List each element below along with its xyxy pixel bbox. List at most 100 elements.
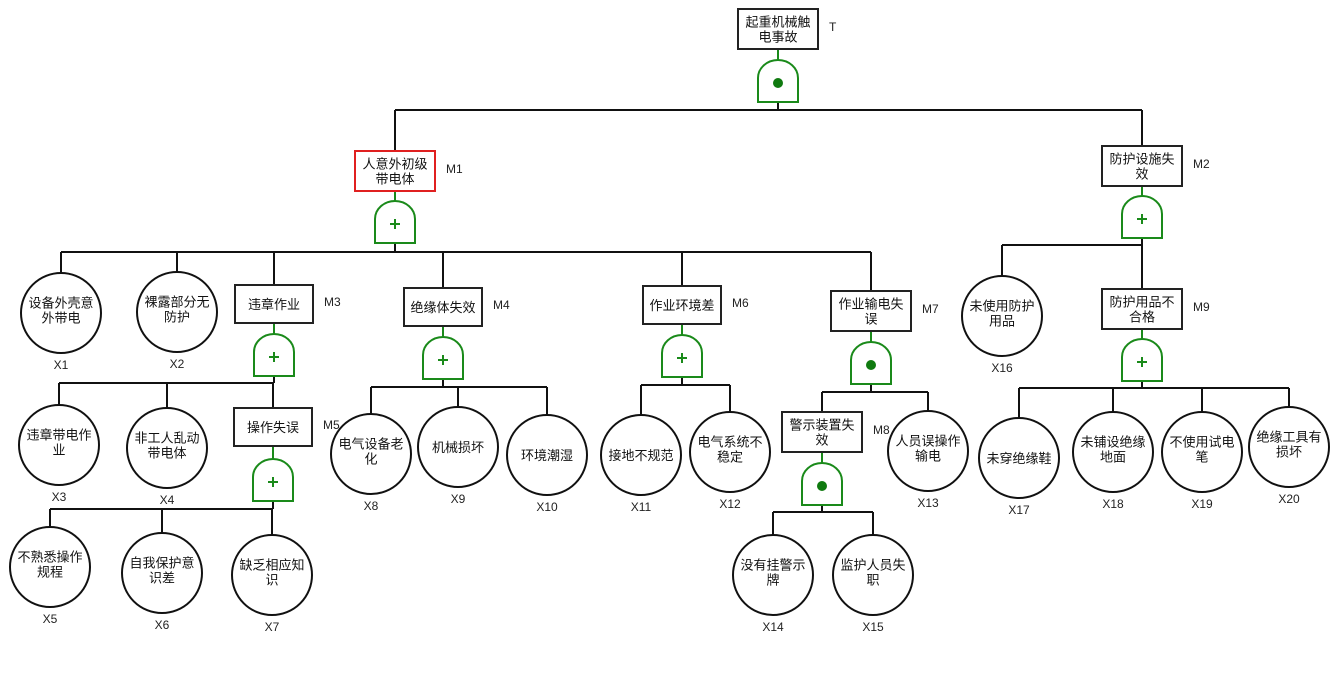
basic-event-circle[interactable] [832,534,914,616]
event-id-label: M1 [446,162,463,176]
basic-event-circle[interactable] [136,271,218,353]
event-box[interactable] [642,285,722,325]
event-box[interactable] [1101,145,1183,187]
basic-event-circle[interactable] [231,534,313,616]
basic-event-circle[interactable] [600,414,682,496]
connector-M1 [60,243,872,291]
basic-event-label: 不使用试电 [1169,435,1234,451]
basic-event-label: 裸露部分无 [144,296,209,311]
basic-event-circle[interactable] [126,407,208,489]
event-label: 电事故 [758,31,797,46]
and-dot-icon [817,481,827,491]
basic-event-label: 非工人乱动 [134,432,199,447]
event-box[interactable] [781,411,863,453]
and-dot-icon [773,78,783,88]
basic-event-id-label: X7 [265,620,280,634]
connector-M7 [821,384,929,412]
basic-event-id-label: X8 [364,499,379,513]
and-gate-icon-m8[interactable] [801,452,843,506]
basic-event-label: 外带电 [41,312,80,327]
event-box[interactable] [234,284,314,324]
basic-event-circle[interactable] [9,526,91,608]
event-id-label: M5 [323,418,340,432]
event-id-label: M6 [732,296,749,310]
event-label: 警示装置失 [789,418,854,434]
event-box[interactable] [403,287,483,327]
basic-event-circle[interactable] [1248,406,1330,488]
basic-event-circle[interactable] [689,411,771,493]
basic-event-circle[interactable] [887,410,969,492]
basic-event-id-label: X6 [155,618,170,632]
logic-gates [252,49,1163,506]
basic-event-id-label: X18 [1102,497,1124,511]
basic-event-circle[interactable] [1161,411,1243,493]
or-gate-icon-m4[interactable] [422,326,464,380]
or-gate-icon-m5[interactable] [252,446,294,502]
or-gate-icon-m2[interactable] [1121,186,1163,239]
or-gate-icon-m9[interactable] [1121,329,1163,382]
basic-event-circle[interactable] [1072,411,1154,493]
connector-T [394,102,1143,151]
basic-event-circle[interactable] [506,414,588,496]
basic-event-circle[interactable] [417,406,499,488]
basic-event-label: 输电 [915,449,941,465]
basic-event-id-label: X13 [917,496,939,510]
event-box[interactable] [1101,288,1183,330]
basic-event-circle[interactable] [121,532,203,614]
basic-event-id-label: X2 [170,357,185,371]
or-gate-icon-m3[interactable] [253,323,295,377]
or-gate-icon-m6[interactable] [661,324,703,378]
event-box[interactable] [737,8,819,50]
event-box[interactable] [354,150,436,192]
basic-event-circle[interactable] [20,272,102,354]
basic-event-label: 牌 [766,573,779,589]
basic-event-label: 用品 [989,315,1015,330]
and-gate-icon-t[interactable] [757,49,799,103]
basic-event-circle[interactable] [18,404,100,486]
event-box[interactable] [830,290,912,332]
basic-event-id-label: X1 [54,358,69,372]
event-box[interactable] [233,407,313,447]
basic-event-circle[interactable] [330,413,412,495]
basic-event-circle[interactable] [961,275,1043,357]
basic-event-label: 识 [265,574,278,589]
and-gate-icon-m7[interactable] [850,331,892,385]
basic-event-circle[interactable] [978,417,1060,499]
event-id-label: M8 [873,423,890,437]
basic-event-circle[interactable] [732,534,814,616]
or-gate-icon-m1[interactable] [374,191,416,244]
basic-event-id-label: X14 [762,620,784,634]
basic-event-id-label: X20 [1278,492,1300,506]
